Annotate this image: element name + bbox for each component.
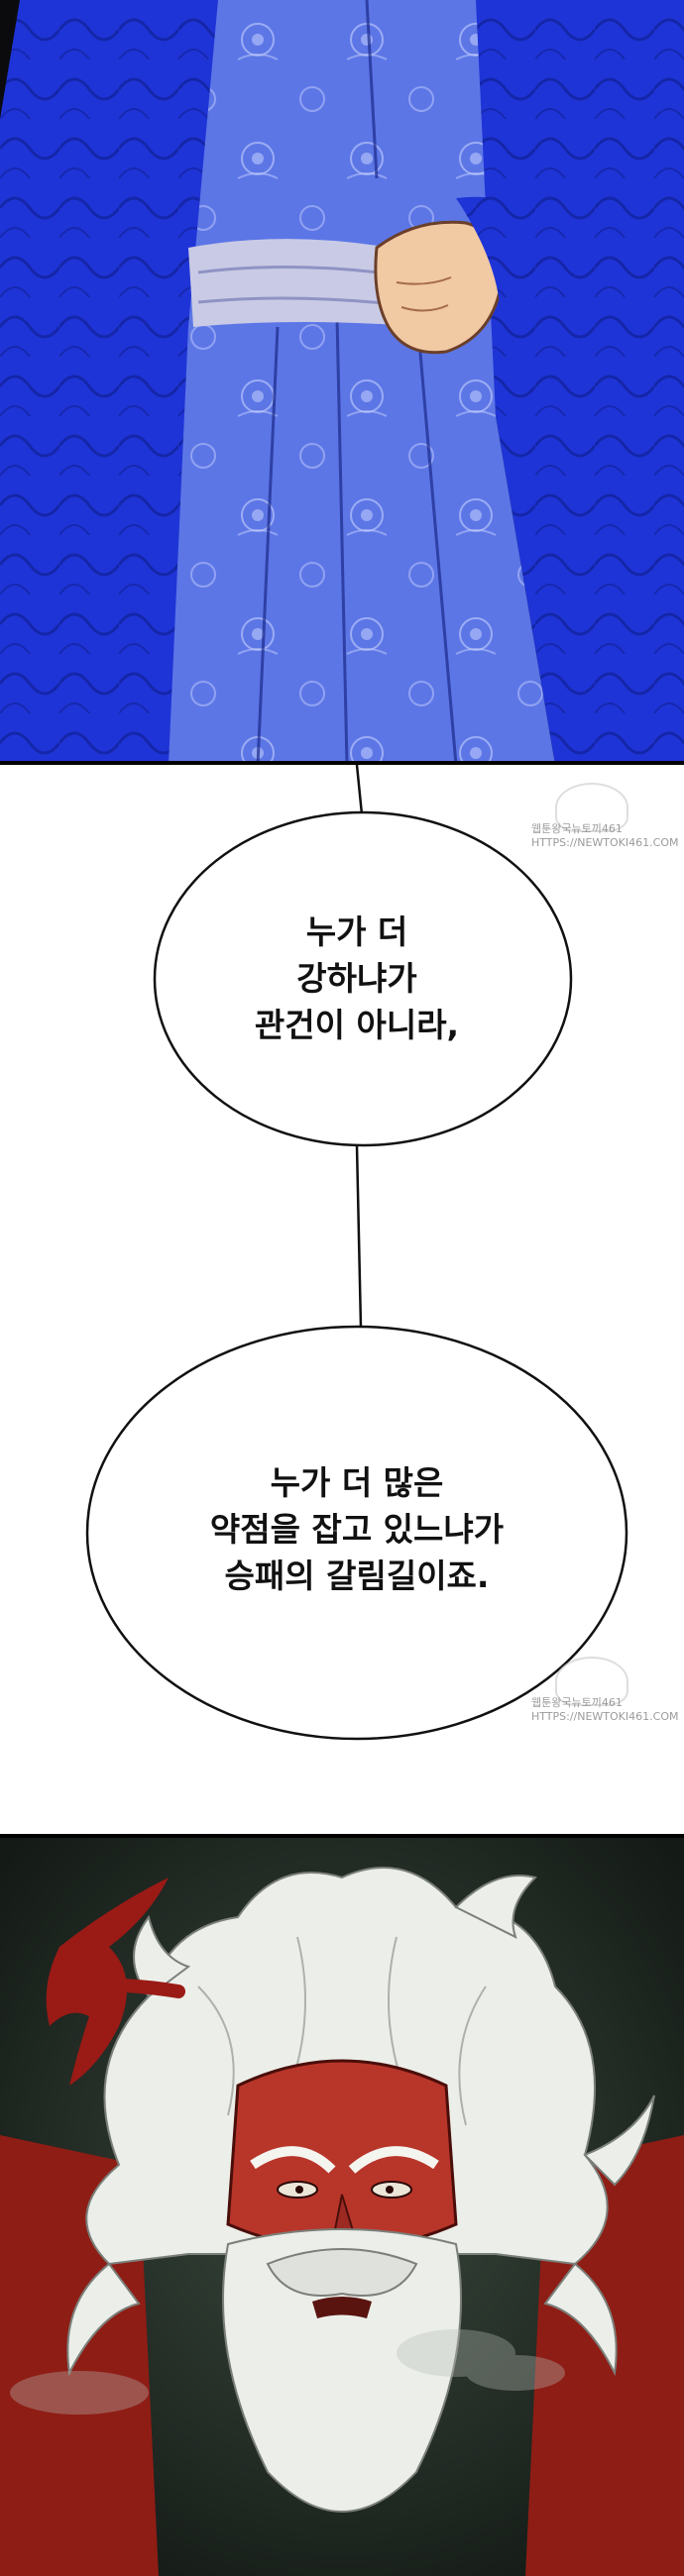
speech-bubble-2	[85, 1325, 628, 1741]
dialogue-panel: 누가 더 강하냐가 관건이 아니라, 누가 더 많은 약점을 잡고 있느냐가 승…	[0, 765, 684, 1838]
bubble-2-line-2: 약점을 잡고 있느냐가	[209, 1509, 505, 1549]
robe-panel	[0, 0, 684, 765]
elder-panel	[0, 1838, 684, 2576]
watermark-2-line-2: HTTPS://NEWTOKI461.COM	[531, 1709, 679, 1723]
watermark-1: 웹툰왕국뉴토끼461 HTTPS://NEWTOKI461.COM	[531, 822, 678, 850]
bubble-tail-top	[355, 765, 364, 815]
elder-illustration	[0, 1838, 684, 2576]
bubble-1-line-3: 관건이 아니라,	[254, 1005, 460, 1044]
bubble-1-line-2: 강하냐가	[296, 958, 417, 998]
speech-bubbles	[0, 765, 684, 1838]
bubble-2-line-1: 누가 더 많은	[270, 1463, 444, 1502]
watermark-2: 웹툰왕국뉴토끼461 HTTPS://NEWTOKI461.COM	[531, 1696, 678, 1724]
watermark-1-line-2: HTTPS://NEWTOKI461.COM	[531, 835, 679, 849]
watermark-logo-icon	[555, 783, 628, 832]
robe-illustration	[0, 0, 684, 765]
speech-bubble-1	[153, 810, 573, 1147]
watermark-2-line-1: 웹툰왕국뉴토끼461	[531, 1696, 623, 1709]
bubble-2-text: 누가 더 많은 약점을 잡고 있느냐가 승패의 갈림길이죠.	[89, 1460, 625, 1600]
watermark-logo-icon	[555, 1657, 628, 1706]
bubble-1-text: 누가 더 강하냐가 관건이 아니라,	[149, 910, 565, 1049]
bubble-connector	[355, 1144, 363, 1329]
watermark-1-line-1: 웹툰왕국뉴토끼461	[531, 822, 623, 835]
bubble-2-line-3: 승패의 갈림길이죠.	[224, 1556, 490, 1595]
bubble-1-line-1: 누가 더	[305, 912, 408, 951]
